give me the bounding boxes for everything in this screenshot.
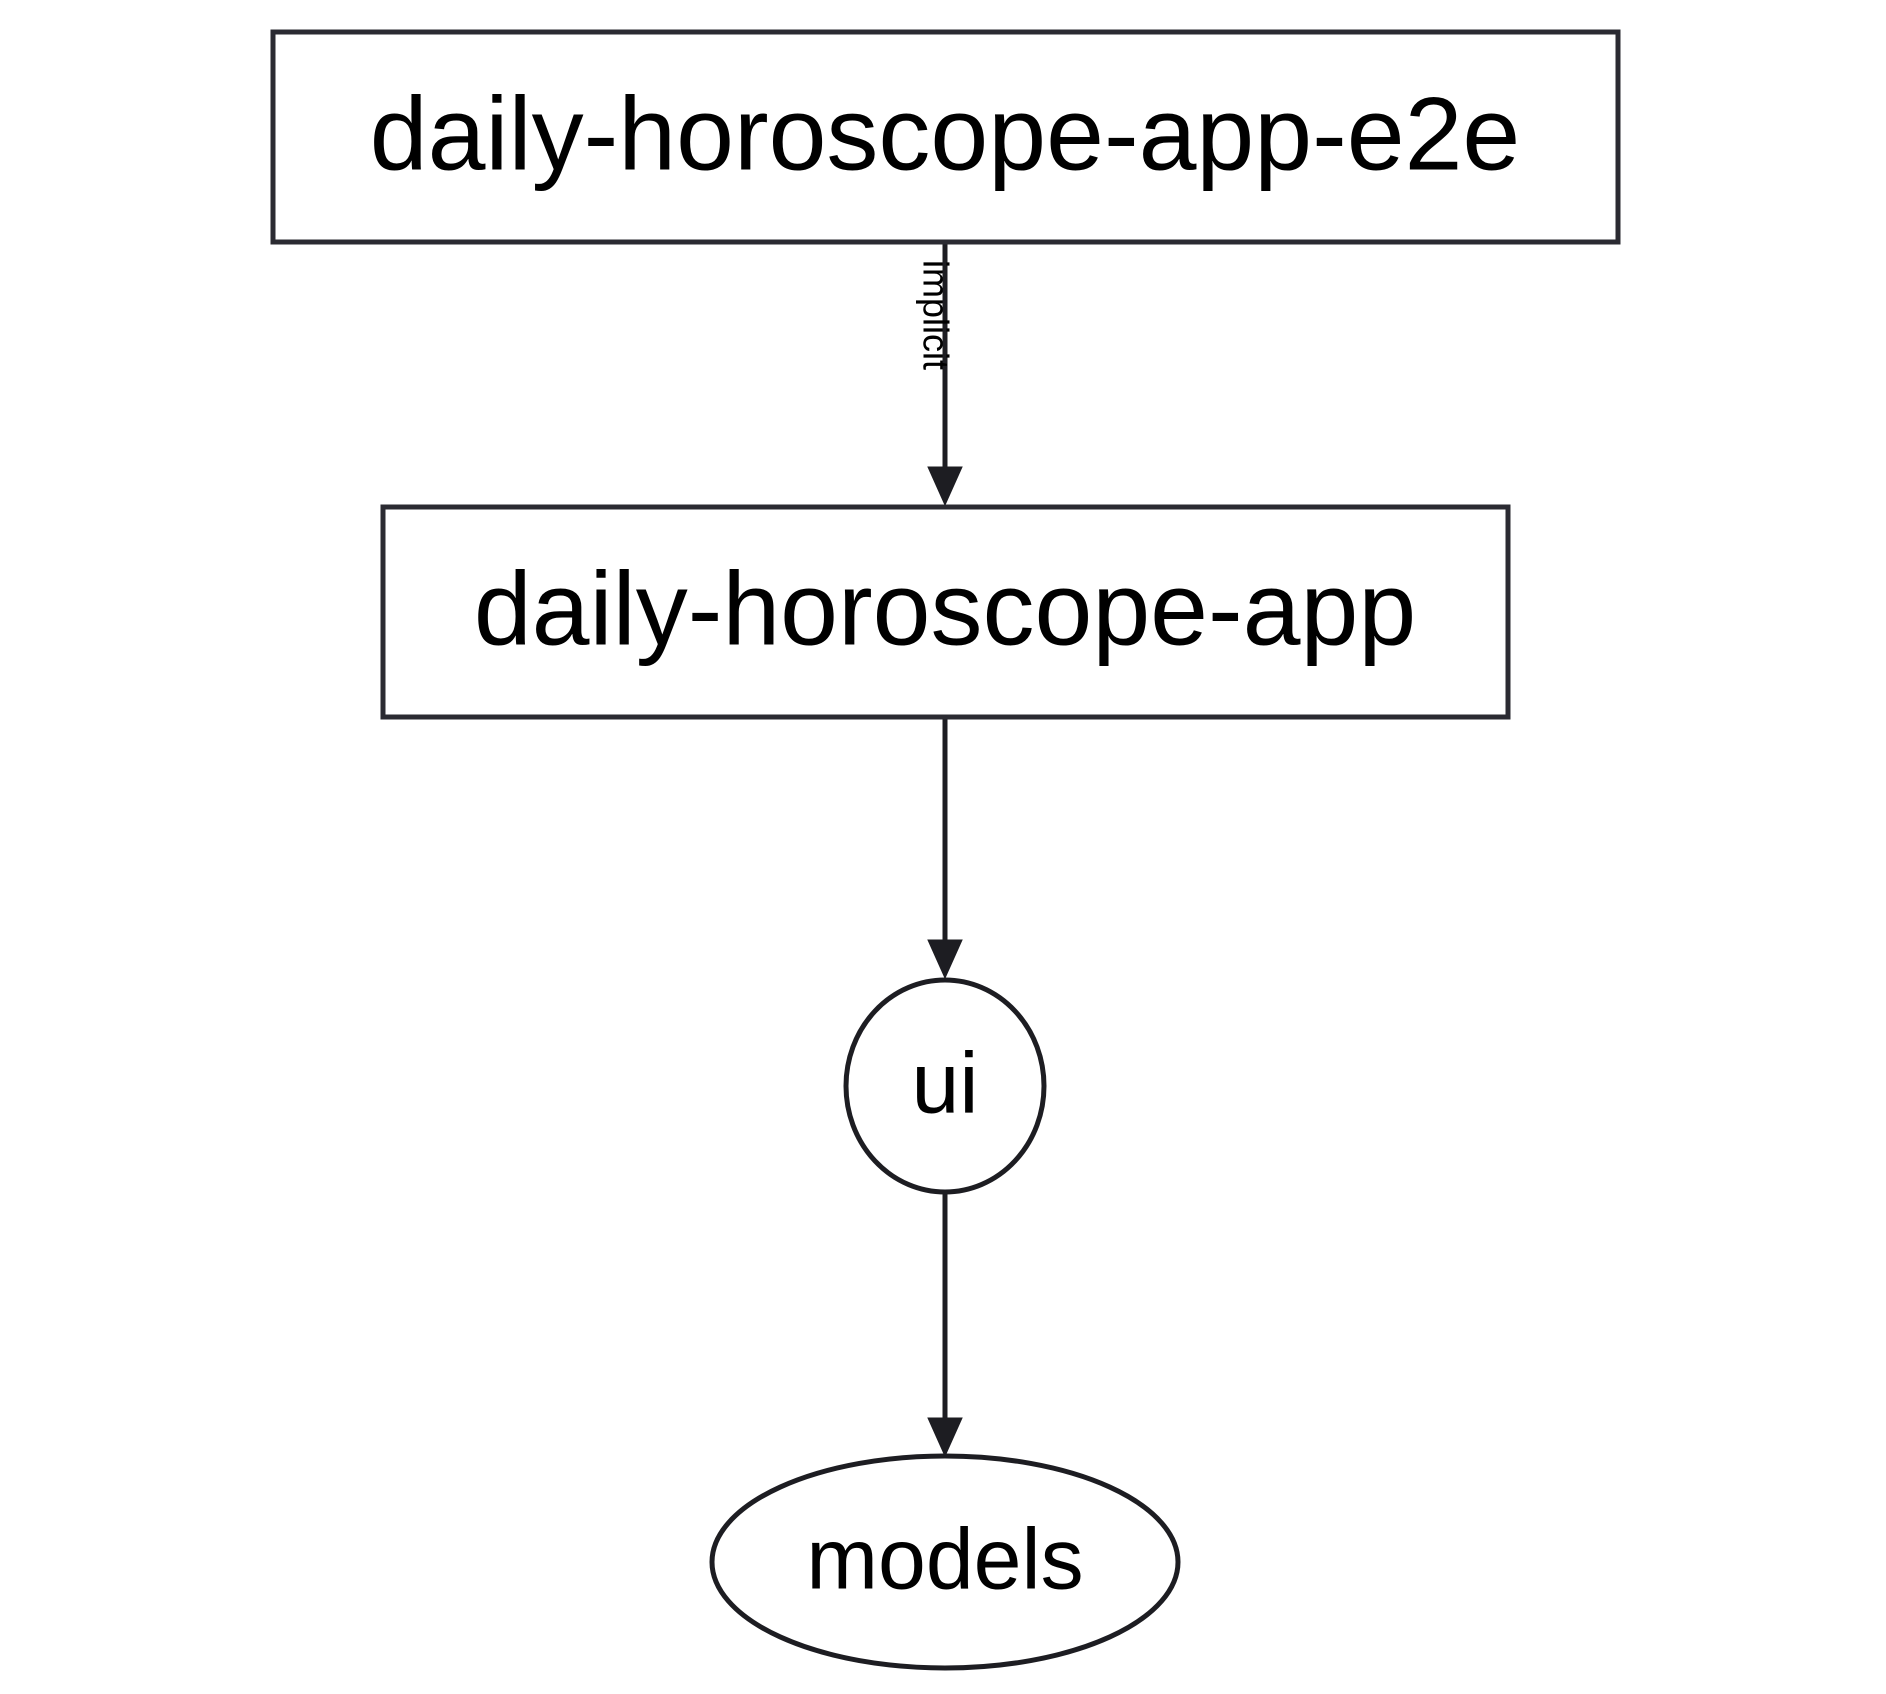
node-label: models (806, 1512, 1083, 1608)
edge-label-implicit: implicit (915, 260, 956, 370)
arrowhead-icon (927, 466, 963, 507)
node-label: daily-horoscope-app (474, 551, 1416, 667)
edge-ui-to-models[interactable] (927, 1192, 963, 1458)
node-daily-horoscope-app-e2e[interactable]: daily-horoscope-app-e2e (270, 29, 1621, 245)
node-rect (270, 29, 1621, 245)
edge-app-to-ui[interactable] (927, 717, 963, 980)
arrowhead-icon (927, 1417, 963, 1458)
node-label: ui (912, 1036, 979, 1132)
node-models[interactable]: models (709, 1453, 1181, 1671)
arrowhead-icon (927, 939, 963, 980)
node-ui[interactable]: ui (843, 977, 1047, 1195)
node-ellipse (843, 977, 1047, 1195)
node-daily-horoscope-app[interactable]: daily-horoscope-app (380, 504, 1511, 720)
node-ellipse (709, 1453, 1181, 1671)
node-label: daily-horoscope-app-e2e (370, 76, 1521, 192)
node-rect (380, 504, 1511, 720)
edge-e2e-to-app[interactable]: implicit (915, 242, 963, 507)
